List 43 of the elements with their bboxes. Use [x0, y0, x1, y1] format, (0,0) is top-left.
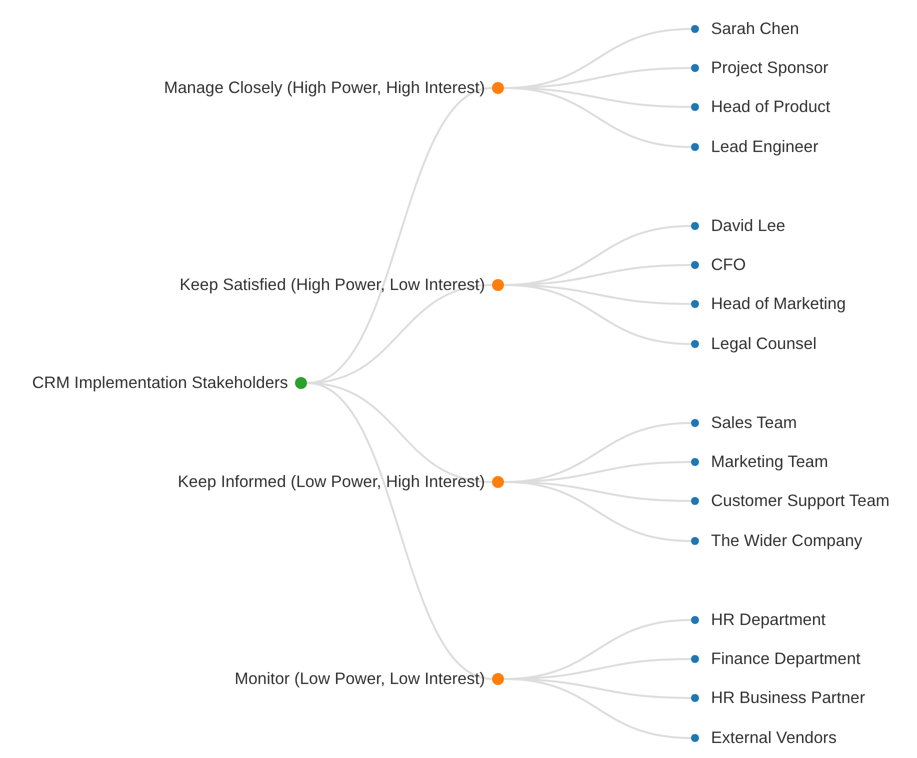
node-dot	[691, 694, 699, 702]
node-label: HR Business Partner	[711, 688, 866, 708]
node-dot	[691, 419, 699, 427]
node-label: Project Sponsor	[711, 58, 828, 78]
node-dot	[492, 476, 504, 488]
node-dot	[691, 143, 699, 151]
node-label: Customer Support Team	[711, 491, 890, 511]
node-label: Lead Engineer	[711, 137, 818, 157]
node-dot	[492, 279, 504, 291]
node-label: Monitor (Low Power, Low Interest)	[234, 669, 485, 689]
node-dot	[691, 261, 699, 269]
node-dot	[691, 25, 699, 33]
node-label: David Lee	[711, 216, 786, 236]
node-dot	[492, 82, 504, 94]
node-label: CFO	[711, 255, 746, 275]
node-dot	[691, 103, 699, 111]
node-label: HR Department	[711, 610, 826, 630]
node-label: Head of Marketing	[711, 294, 846, 314]
node-label: Legal Counsel	[711, 334, 816, 354]
node-dot	[691, 222, 699, 230]
node-label: Head of Product	[711, 97, 830, 117]
node-dot	[691, 64, 699, 72]
connector-line	[306, 382, 492, 680]
node-label: Marketing Team	[711, 452, 828, 472]
node-label: Sarah Chen	[711, 19, 800, 39]
node-label: Keep Satisfied (High Power, Low Interest)	[180, 275, 485, 295]
node-dot	[691, 340, 699, 348]
node-dot	[691, 655, 699, 663]
node-dot	[691, 734, 699, 742]
node-dot	[492, 673, 504, 685]
node-label: Sales Team	[711, 413, 797, 433]
node-label: Finance Department	[711, 649, 860, 669]
node-dot	[691, 458, 699, 466]
node-label: The Wider Company	[711, 531, 862, 551]
node-dot	[691, 300, 699, 308]
node-dot	[691, 616, 699, 624]
node-label: Manage Closely (High Power, High Interest)	[164, 78, 485, 98]
node-label: External Vendors	[711, 728, 837, 748]
node-dot	[691, 497, 699, 505]
node-label: CRM Implementation Stakeholders	[32, 373, 288, 393]
node-label: Keep Informed (Low Power, High Interest)	[178, 472, 485, 492]
node-dot	[691, 537, 699, 545]
node-dot	[295, 377, 307, 389]
